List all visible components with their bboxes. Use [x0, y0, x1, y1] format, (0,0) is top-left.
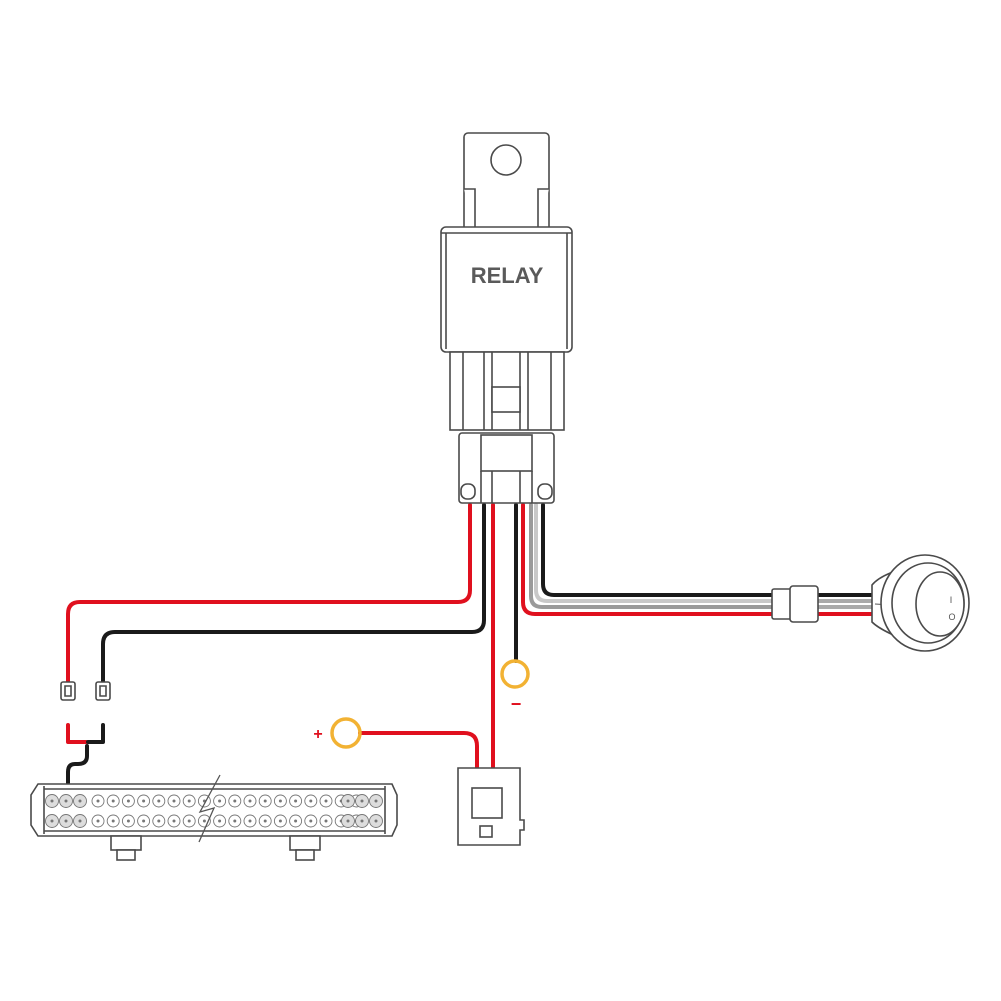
led-center [64, 819, 68, 823]
switch-rocker[interactable] [915, 571, 965, 637]
led-center [233, 799, 237, 803]
mount-bracket-left [110, 835, 142, 861]
led-center [218, 799, 222, 803]
led-center [96, 819, 100, 823]
plug-detail [64, 685, 107, 697]
mount-bracket-right [289, 835, 321, 861]
led-center [374, 819, 378, 823]
red-wire-to-lightbar [66, 503, 472, 684]
black-wire-to-switch [541, 503, 777, 597]
positive-label: + [313, 726, 322, 743]
led-center [157, 799, 161, 803]
wires [66, 503, 874, 785]
connector-lock [480, 434, 533, 472]
led-center [96, 799, 100, 803]
relay-label: RELAY [471, 263, 544, 288]
led-center [248, 799, 252, 803]
led-center [360, 819, 364, 823]
positive-wire [358, 731, 479, 772]
led-center [50, 799, 54, 803]
led-center [294, 799, 298, 803]
led-center [278, 819, 282, 823]
grey-wire-to-switch [529, 503, 777, 609]
black-wire-to-lightbar [101, 503, 486, 684]
led-center [157, 819, 161, 823]
positive-ring-icon [330, 717, 362, 749]
connector-male [771, 588, 793, 620]
connector-nub-right [537, 483, 553, 500]
led-center [248, 819, 252, 823]
led-center [172, 819, 176, 823]
led-center [374, 799, 378, 803]
fuse-clip [479, 825, 493, 838]
led-center [142, 799, 146, 803]
relay-body-edge [441, 232, 572, 349]
switch-on-mark: I [950, 595, 953, 605]
negative-label: − [511, 694, 522, 714]
switch-wires-grey [816, 599, 874, 609]
led-center [346, 819, 350, 823]
led-center [111, 819, 115, 823]
lightbar-pigtail-black [86, 723, 105, 744]
led-center [263, 799, 267, 803]
led-center [50, 819, 54, 823]
mounting-hole [490, 144, 522, 176]
relay[interactable]: RELAY [440, 132, 573, 504]
led-array [45, 794, 383, 828]
led-center [78, 819, 82, 823]
positive-terminal[interactable]: + [313, 717, 362, 749]
led-center [360, 799, 364, 803]
led-center [233, 819, 237, 823]
ground-terminal[interactable]: − [500, 659, 530, 714]
lightbar-housing [30, 783, 398, 837]
led-center [324, 819, 328, 823]
lightbar-frame [43, 786, 386, 834]
break-symbol-icon [198, 774, 221, 843]
connector-lines [480, 471, 533, 503]
white-wire-to-switch [534, 503, 777, 603]
lightbar-pigtail-red [66, 723, 88, 744]
led-center [142, 819, 146, 823]
tab-detail [464, 188, 549, 233]
led-center [126, 819, 130, 823]
led-center [346, 799, 350, 803]
led-center [263, 819, 267, 823]
led-light-bar[interactable] [30, 774, 398, 861]
led-center [294, 819, 298, 823]
relay-body [440, 226, 573, 353]
led-center [172, 799, 176, 803]
led-center [187, 819, 191, 823]
led-center [278, 799, 282, 803]
red-wire-to-switch [521, 503, 777, 616]
led-center [126, 799, 130, 803]
ground-ring-icon [500, 659, 530, 689]
switch-connector[interactable] [771, 585, 819, 623]
led-center [309, 799, 313, 803]
led-center [218, 819, 222, 823]
lightbar-cable [66, 744, 89, 785]
fuse-window [471, 787, 503, 819]
connector-nub-left [460, 483, 476, 500]
led-center [64, 799, 68, 803]
led-center [111, 799, 115, 803]
lightbar-plugs [60, 681, 111, 701]
led-center [309, 819, 313, 823]
led-center [78, 799, 82, 803]
led-center [187, 799, 191, 803]
switch-off-mark: O [948, 612, 955, 622]
connector-female [789, 585, 819, 623]
fuse-holder[interactable] [457, 767, 525, 846]
led-center [202, 819, 206, 823]
rocker-switch[interactable]: I O [871, 554, 970, 652]
socket-latch [491, 386, 521, 413]
led-center [324, 799, 328, 803]
